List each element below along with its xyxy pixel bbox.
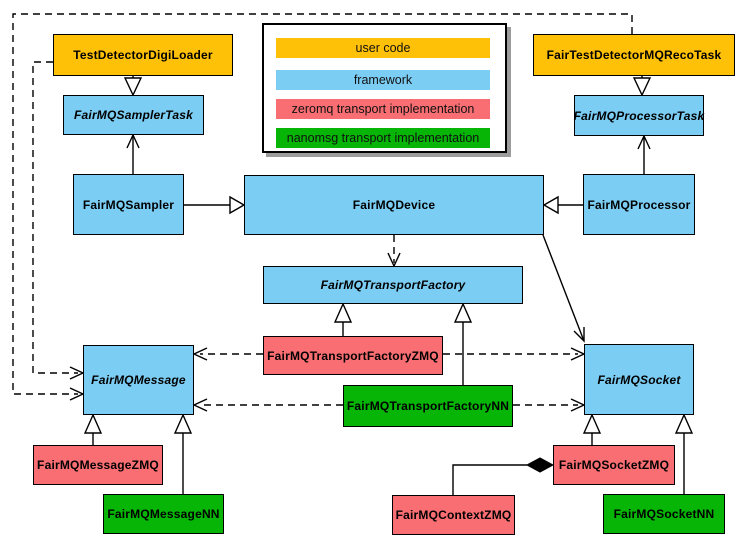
node-fairmqsocket: FairMQSocket — [584, 344, 694, 415]
node-label: FairMQTransportFactoryZMQ — [267, 348, 439, 363]
edge-dependency-fairmqtransportfactoryzmq-fairmqsocket — [443, 347, 586, 361]
node-testdetectordigiloader: TestDetectorDigiLoader — [53, 34, 233, 76]
legend-label-nanomsg: nanomsg transport implementation — [286, 131, 480, 145]
node-fairmqprocessor: FairMQProcessor — [583, 174, 695, 235]
node-label: FairMQTransportFactoryNN — [346, 399, 510, 413]
node-fairmqtransportfactorynn: FairMQTransportFactoryNN — [343, 385, 513, 427]
edge-generalization-fairmqsampler-fairmqdevice — [184, 195, 246, 215]
edge-generalization-fairmqsocketnn-fairmqsocket — [674, 413, 694, 494]
node-label: FairMQProcessorTask — [573, 108, 705, 123]
legend-label-framework: framework — [353, 73, 413, 87]
node-fairmqtransportfactory: FairMQTransportFactory — [263, 266, 523, 304]
node-label: FairMQContextZMQ — [395, 508, 512, 522]
node-fairmqmessage: FairMQMessage — [83, 345, 194, 415]
edge-generalization-testdetectordigiloader-fairmqsamplertask — [123, 76, 143, 97]
edge-generalization-fairmqtransportfactoryzmq-fairmqtransportfactory — [333, 302, 353, 336]
node-label: FairMQDevice — [352, 198, 436, 212]
node-label: FairMQMessageZMQ — [37, 458, 159, 472]
edge-dependency-fairmqtransportfactoryzmq-fairmqmessage — [192, 347, 263, 361]
node-fairmqdevice: FairMQDevice — [244, 175, 544, 235]
edge-association-fairmqdevice-fairmqsocket — [542, 234, 585, 343]
node-label: TestDetectorDigiLoader — [73, 48, 213, 62]
node-fairtestdetectormqrecotask: FairTestDetectorMQRecoTask — [533, 34, 735, 76]
edge-generalization-fairmqprocessor-fairmqdevice — [542, 195, 583, 215]
node-fairmqsamplertask: FairMQSamplerTask — [63, 95, 204, 135]
edge-association-fairmqsampler-fairmqsamplertask — [126, 133, 140, 174]
legend-label-user-code: user code — [355, 41, 411, 55]
node-fairmqtransportfactoryzmq: FairMQTransportFactoryZMQ — [263, 336, 443, 375]
legend: user code framework zeromq transport imp… — [262, 23, 507, 153]
edge-association-fairmqprocessor-fairmqprocessortask — [637, 134, 651, 174]
node-label: FairMQMessage — [91, 373, 186, 387]
node-label: FairMQSocketNN — [613, 507, 715, 521]
legend-label-zeromq: zeromq transport implementation — [291, 102, 475, 116]
edge-generalization-fairmqmessagenn-fairmqmessage — [173, 413, 193, 494]
node-fairmqmessagenn: FairMQMessageNN — [103, 494, 224, 534]
node-fairmqmessagezmq: FairMQMessageZMQ — [33, 445, 163, 485]
node-label: FairTestDetectorMQRecoTask — [546, 48, 722, 62]
legend-swatch-user-code: user code — [276, 38, 490, 58]
edge-dependency-fairmqtransportfactorynn-fairmqmessage — [192, 398, 343, 412]
edge-generalization-fairmqmessagezmq-fairmqmessage — [83, 413, 103, 445]
edge-generalization-fairtestdetectormqrecotask-fairmqprocessortask — [632, 76, 652, 97]
edge-generalization-fairmqsocketzmq-fairmqsocket — [582, 413, 602, 445]
node-fairmqsampler: FairMQSampler — [73, 174, 184, 235]
node-fairmqsocketnn: FairMQSocketNN — [603, 494, 725, 534]
node-label: FairMQProcessor — [587, 197, 691, 212]
edge-composition-fairmqcontextzmq-fairmqsocketzmq — [452, 457, 555, 495]
node-fairmqcontextzmq: FairMQContextZMQ — [392, 495, 515, 535]
node-fairmqprocessortask: FairMQProcessorTask — [574, 95, 704, 136]
node-label: FairMQTransportFactory — [320, 278, 466, 292]
node-label: FairMQMessageNN — [107, 507, 220, 521]
node-label: FairMQSocketZMQ — [558, 458, 670, 472]
edge-dependency-fairmqdevice-fairmqtransportfactory — [387, 235, 401, 268]
legend-swatch-nanomsg: nanomsg transport implementation — [276, 128, 490, 148]
node-label: FairMQSamplerTask — [74, 108, 193, 122]
node-fairmqsocketzmq: FairMQSocketZMQ — [553, 445, 675, 485]
node-label: FairMQSampler — [82, 197, 175, 212]
edge-dependency-fairmqtransportfactorynn-fairmqsocket — [513, 398, 586, 412]
node-label: FairMQSocket — [597, 372, 681, 387]
legend-swatch-zeromq: zeromq transport implementation — [276, 99, 490, 119]
legend-swatch-framework: framework — [276, 70, 490, 90]
edge-generalization-fairmqtransportfactorynn-fairmqtransportfactory — [453, 302, 473, 385]
